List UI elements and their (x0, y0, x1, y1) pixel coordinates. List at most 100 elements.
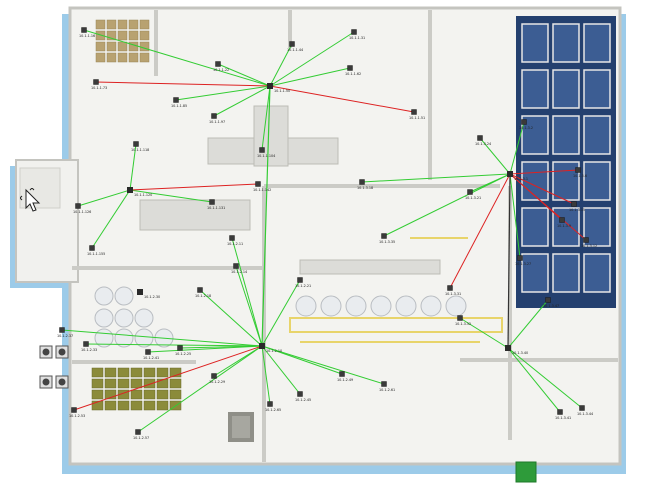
network-device[interactable]: 10.1.1.104 (257, 147, 275, 159)
device-icon (75, 203, 81, 209)
device-icon (557, 409, 563, 415)
svg-text:10.1.3.12: 10.1.3.12 (581, 244, 597, 248)
network-device[interactable]: 10.1.1.31 (349, 29, 365, 41)
network-hub-mid-left[interactable]: 10.1.1.120 (127, 187, 152, 197)
network-link (129, 189, 213, 203)
network-link (199, 289, 263, 347)
network-device[interactable]: 10.1.3.15 (569, 201, 585, 213)
network-device[interactable]: 10.1.3.41 (555, 409, 571, 421)
network-device[interactable]: 10.1.3.31 (445, 285, 461, 297)
pallet-storage-top (95, 19, 150, 63)
network-link (509, 173, 521, 259)
network-hub-right[interactable]: 10.1.3.1 (507, 171, 528, 181)
svg-text:10.1.1.97: 10.1.1.97 (209, 120, 225, 124)
network-device[interactable]: 10.1.2.61 (379, 381, 395, 393)
network-device[interactable]: 10.1.2.57 (133, 429, 149, 441)
device-icon (259, 147, 265, 153)
device-icon (381, 233, 387, 239)
network-device[interactable]: 10.1.2.29 (209, 373, 225, 385)
network-device[interactable]: 10.1.3.21 (465, 189, 481, 201)
network-link (85, 343, 263, 347)
network-device[interactable]: 10.1.3.6 (573, 167, 587, 179)
svg-text:10.1.1.16: 10.1.1.16 (79, 34, 95, 38)
network-device[interactable]: 10.1.2.37 (57, 327, 73, 339)
network-link (175, 85, 271, 101)
network-device[interactable]: 10.1.1.16 (79, 27, 95, 39)
network-device[interactable]: 10.1.1.142 (253, 181, 271, 193)
network-hub-center[interactable]: 10.1.2.10 (259, 343, 282, 353)
network-link (95, 81, 271, 87)
network-device[interactable]: 10.1.2.33 (81, 341, 97, 353)
network-device[interactable]: 10.1.1.73 (91, 79, 107, 91)
network-device[interactable]: 10.1.2.18 (195, 287, 211, 299)
svg-text:10.1.3.6: 10.1.3.6 (573, 174, 587, 178)
device-icon (267, 401, 273, 407)
network-device[interactable]: 10.1.2.11 (227, 235, 243, 247)
rooftop-fans (39, 345, 69, 389)
svg-text:10.1.3.24: 10.1.3.24 (475, 142, 491, 146)
network-device[interactable]: 10.1.3.12 (581, 237, 597, 249)
svg-text:10.1.2.33: 10.1.2.33 (81, 348, 97, 352)
interior-walls (72, 10, 618, 462)
network-device[interactable]: 10.1.3.47 (543, 297, 559, 309)
network-device[interactable]: 10.1.1.85 (171, 97, 187, 109)
network-hubs[interactable]: 10.1.1.50 10.1.1.120 10.1.2.10 10.1.3.1 10.1… (127, 83, 528, 355)
network-link (129, 143, 137, 191)
network-link (449, 173, 511, 289)
network-device[interactable]: 10.1.2.53 (69, 407, 85, 419)
network-device[interactable]: 10.1.2.65 (265, 401, 281, 413)
svg-text:10.1.3.9: 10.1.3.9 (557, 224, 571, 228)
network-device[interactable]: 10.1.3.2 (519, 119, 533, 131)
network-link (269, 31, 355, 87)
network-devices[interactable]: 10.1.1.16 10.1.1.22 10.1.1.31 10.1.1.44 10.1… (57, 27, 597, 441)
network-device[interactable]: 10.1.3.44 (577, 405, 593, 417)
backbone-link (507, 173, 511, 349)
network-link (507, 347, 583, 409)
svg-text:10.1.2.61: 10.1.2.61 (379, 388, 395, 392)
network-device[interactable]: 10.1.2.14 (231, 263, 247, 275)
device-icon (575, 167, 581, 173)
network-device[interactable]: 10.1.1.62 (345, 65, 361, 77)
device-icon (133, 141, 139, 147)
svg-text:10.1.1.118: 10.1.1.118 (131, 148, 149, 152)
network-device[interactable]: 10.1.3.18 (357, 179, 373, 191)
network-device[interactable]: 10.1.2.45 (295, 391, 311, 403)
switch-icon (259, 343, 265, 349)
network-device[interactable]: 10.1.1.155 (87, 245, 105, 257)
network-device[interactable]: 10.1.1.126 (73, 203, 91, 215)
network-device[interactable]: 10.1.3.27 (515, 255, 531, 267)
network-device[interactable]: 10.1.3.52 (455, 315, 471, 327)
svg-text:10.1.1.155: 10.1.1.155 (87, 252, 105, 256)
network-link (147, 345, 263, 353)
network-device[interactable]: 10.1.1.118 (131, 141, 149, 153)
svg-text:10.1.1.31: 10.1.1.31 (349, 36, 365, 40)
cold-storage-area (516, 16, 616, 308)
network-device[interactable]: 10.1.3.24 (475, 135, 491, 147)
network-device[interactable]: 10.1.1.22 (213, 61, 229, 73)
svg-text:10.1.3.47: 10.1.3.47 (543, 304, 559, 308)
svg-text:10.1.1.142: 10.1.1.142 (253, 188, 271, 192)
network-hub-lower-left[interactable]: 10.1.2.30 (137, 289, 160, 299)
network-hub-lower-right[interactable]: 10.1.3.40 (505, 345, 528, 355)
svg-text:10.1.1.120: 10.1.1.120 (134, 193, 152, 197)
network-device[interactable]: 10.1.3.9 (557, 217, 571, 229)
device-icon (579, 405, 585, 411)
svg-text:10.1.2.21: 10.1.2.21 (295, 284, 311, 288)
network-device[interactable]: 10.1.1.51 (409, 109, 425, 121)
network-hub-top-center[interactable]: 10.1.1.50 (267, 83, 290, 93)
svg-text:10.1.3.27: 10.1.3.27 (515, 262, 531, 266)
network-device[interactable]: 10.1.2.41 (143, 349, 159, 361)
network-device[interactable]: 10.1.2.49 (337, 371, 353, 383)
box-stack-bottom (228, 412, 254, 442)
network-device[interactable]: 10.1.3.35 (379, 233, 395, 245)
network-device[interactable]: 10.1.1.44 (287, 41, 303, 53)
network-device[interactable]: 10.1.1.131 (207, 199, 225, 211)
network-device[interactable]: 10.1.2.21 (295, 277, 311, 289)
network-device[interactable]: 10.1.2.25 (175, 345, 191, 357)
svg-text:10.1.2.57: 10.1.2.57 (133, 436, 149, 440)
network-device[interactable]: 10.1.1.97 (209, 113, 225, 125)
device-icon (467, 189, 473, 195)
device-icon (209, 199, 215, 205)
device-icon (135, 429, 141, 435)
